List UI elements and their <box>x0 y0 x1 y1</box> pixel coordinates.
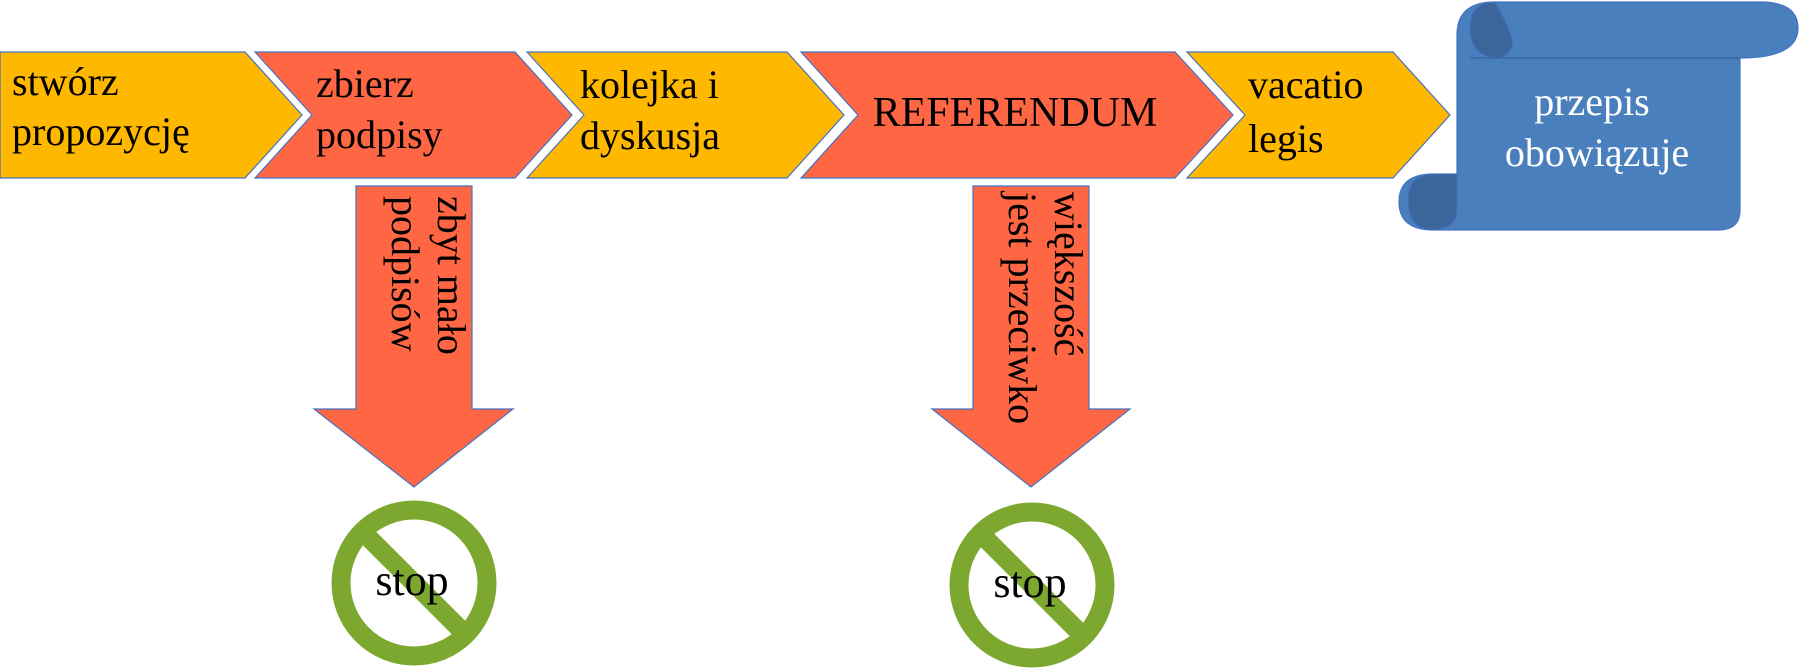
failure-too-few-signatures: zbyt mało podpisów <box>312 185 515 488</box>
step-label: vacatio legis <box>1248 62 1374 161</box>
failure-label: zbyt mało podpisów <box>383 196 474 365</box>
chevron-shape <box>525 51 845 179</box>
stop-sign-signatures: stop <box>331 500 497 666</box>
step-label: zbierz podpisy <box>316 61 443 157</box>
chevron-shape <box>1185 51 1451 179</box>
scroll-icon <box>1398 1 1799 231</box>
no-entry-icon <box>331 500 497 666</box>
failure-label: większość jest przeciwko <box>1000 190 1091 424</box>
stop-label: stop <box>993 558 1066 607</box>
step-create-proposal: stwórz propozycję <box>0 51 303 179</box>
down-arrow-shape <box>312 185 515 488</box>
scroll-curl-bottom <box>1407 173 1458 231</box>
stop-label: stop <box>375 556 448 605</box>
stop-slash <box>974 527 1090 643</box>
step-vacatio-legis: vacatio legis <box>1185 51 1451 179</box>
step-referendum: REFERENDUM <box>799 51 1234 179</box>
stop-slash <box>356 525 472 641</box>
step-queue-and-discussion: kolejka i dyskusja <box>525 51 845 179</box>
final-label: przepis obowiązuje <box>1505 79 1689 175</box>
stop-sign-referendum: stop <box>949 502 1115 668</box>
step-label: REFERENDUM <box>873 90 1158 136</box>
no-entry-icon <box>949 502 1115 668</box>
chevron-shape <box>799 51 1234 179</box>
step-collect-signatures: zbierz podpisy <box>253 51 573 179</box>
scroll-body <box>1398 1 1799 231</box>
down-arrow-shape <box>930 185 1132 488</box>
chevron-shape <box>253 51 573 179</box>
chevron-shape <box>0 51 303 179</box>
step-label: stwórz propozycję <box>12 59 190 154</box>
step-label: kolejka i dyskusja <box>580 62 729 158</box>
stop-ring <box>331 500 497 666</box>
stop-ring <box>949 502 1115 668</box>
final-law-in-force: przepis obowiązuje <box>1398 1 1799 231</box>
failure-majority-against: większość jest przeciwko <box>930 185 1132 488</box>
